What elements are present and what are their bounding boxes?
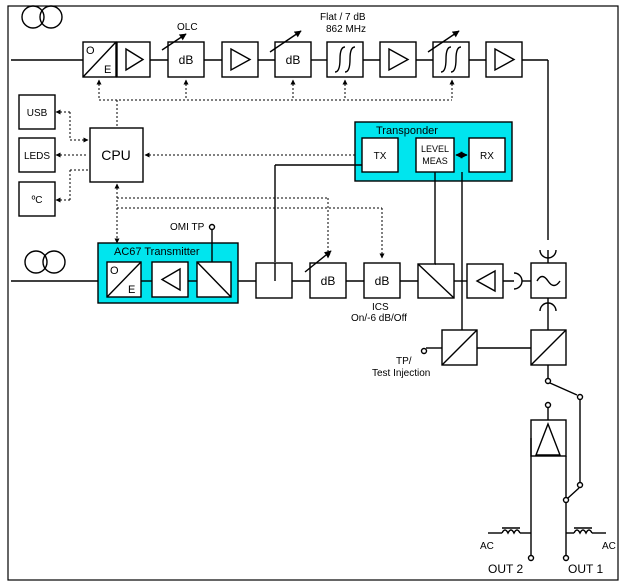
attenuator-top-2: dB <box>269 30 312 78</box>
transponder-label: Transponder <box>376 125 438 137</box>
olc-db-label: dB <box>179 53 194 67</box>
outer-frame <box>7 5 619 581</box>
amp-top-2 <box>221 41 259 78</box>
ac67-transmitter-block: AC67 Transmitter O E <box>97 242 239 304</box>
amp-top-3 <box>379 41 417 78</box>
tp-connector <box>420 347 428 355</box>
ics-db-label: dB <box>375 274 390 288</box>
diplex-filter <box>530 249 567 312</box>
tx-oe-o-label: O <box>110 265 119 277</box>
flat-label-2: 862 MHz <box>326 24 366 35</box>
output-amp <box>530 419 567 457</box>
ac-label-right: AC <box>602 541 616 552</box>
cpu-label: CPU <box>101 147 131 163</box>
return-db-label: dB <box>321 274 336 288</box>
amp-top-1 <box>116 41 151 78</box>
coupler-2 <box>417 263 455 299</box>
tx-label: TX <box>374 151 387 162</box>
usb-label: USB <box>27 108 48 119</box>
slope-equalizer-top <box>326 41 364 78</box>
top-fiber-icon <box>21 5 63 29</box>
tp-label-1: TP/ <box>396 356 412 367</box>
ac-inductor-right <box>566 527 606 535</box>
tx-oe-e-label: E <box>128 284 135 296</box>
ac-label-left: AC <box>480 541 494 552</box>
transponder-block: Transponder TX LEVEL MEAS RX <box>354 121 513 182</box>
amp-top-4 <box>485 41 523 78</box>
omi-tp-connector <box>208 223 216 231</box>
oe-e-label: E <box>104 64 111 76</box>
return-amp <box>466 263 504 299</box>
cpu-block: CPU <box>89 127 144 183</box>
usb-block: USB <box>18 94 56 130</box>
leds-block: LEDS <box>18 137 56 173</box>
tp-label-2: Test Injection <box>372 368 430 379</box>
level-label-1: LEVEL <box>421 144 449 154</box>
bottom-fiber-icon <box>24 250 66 274</box>
oe-o-label: O <box>86 45 95 57</box>
temperature-block: ºC <box>18 181 56 217</box>
ics-label-1: ICS <box>372 302 389 313</box>
olc-attenuator: dB <box>161 33 205 78</box>
omi-tp-label: OMI TP <box>170 222 205 233</box>
ac-inductor-left <box>488 527 531 535</box>
ics-label-2: On/-6 dB/Off <box>351 313 407 324</box>
out1-label: OUT 1 <box>568 562 603 576</box>
rx-label: RX <box>480 151 494 162</box>
ac67-transmitter-label: AC67 Transmitter <box>114 246 200 258</box>
coupler-1 <box>255 262 293 299</box>
flat-label-1: Flat / 7 dB <box>320 12 366 23</box>
return-attenuator: dB <box>304 250 347 299</box>
temperature-label: ºC <box>32 195 43 206</box>
level-label-2: MEAS <box>422 156 448 166</box>
att2-db-label: dB <box>286 53 301 67</box>
output-coupler <box>530 329 567 366</box>
olc-label: OLC <box>177 22 198 33</box>
adjustable-equalizer-top <box>427 30 470 78</box>
leds-label: LEDS <box>24 151 50 162</box>
oe-converter-top: O E <box>82 41 117 78</box>
tp-coupler <box>441 329 478 366</box>
out2-label: OUT 2 <box>488 562 523 576</box>
ics-attenuator: dB <box>363 262 401 299</box>
